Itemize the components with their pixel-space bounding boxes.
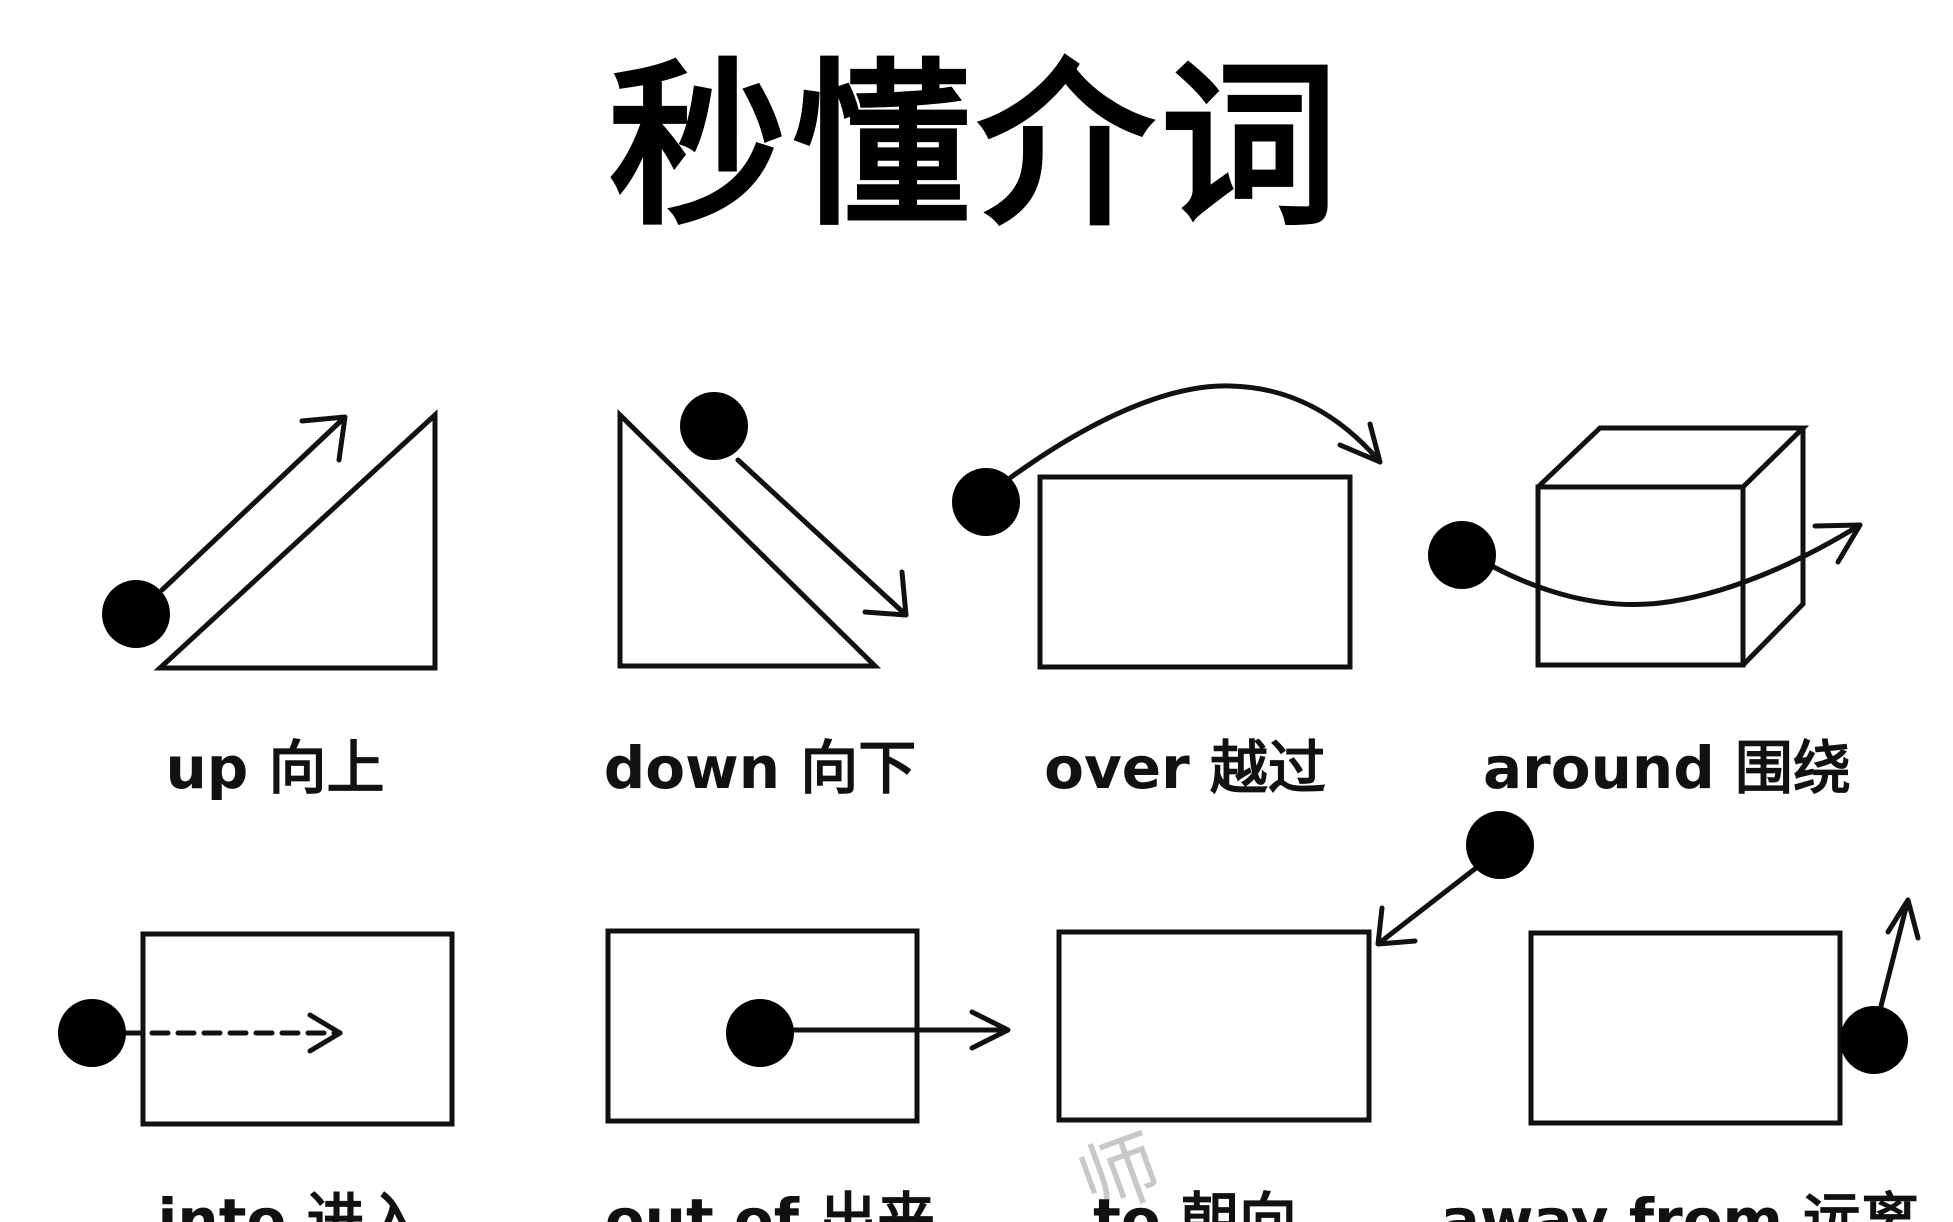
arrow-up-icon <box>1877 897 1921 1013</box>
arrow-head-icon <box>1812 522 1863 565</box>
ball-icon <box>58 999 126 1067</box>
ball-icon <box>952 468 1020 536</box>
down-illustration <box>617 392 909 669</box>
cube-edges <box>1536 425 1810 667</box>
arrow-arc-icon <box>1007 383 1383 481</box>
to-illustration <box>1056 811 1534 1123</box>
label-down: down 向下 <box>604 734 916 802</box>
box-shape <box>140 931 455 1127</box>
triangle-shape <box>617 409 882 669</box>
label-out-of: out of 出来 <box>605 1186 935 1222</box>
arrow-down-right-icon <box>735 457 909 618</box>
up-illustration <box>102 409 438 671</box>
box-shape <box>1056 929 1372 1123</box>
label-into: into 进入 <box>158 1186 423 1222</box>
arrow-right-icon <box>307 1012 343 1054</box>
box-shape <box>605 928 920 1124</box>
label-away-from: away from 远离 <box>1441 1186 1919 1222</box>
page-title: 秒懂介词 <box>608 43 1345 250</box>
arrow-head-icon <box>1337 421 1383 465</box>
around-illustration <box>1428 425 1863 668</box>
ball-icon <box>1466 811 1534 879</box>
out-of-illustration <box>605 928 1011 1124</box>
cube-front-face <box>1535 484 1746 668</box>
ball-icon <box>680 392 748 460</box>
label-to: to 朝向 <box>1093 1186 1297 1222</box>
arrow-down-left-icon <box>1375 865 1479 947</box>
label-over: over 越过 <box>1044 734 1326 802</box>
away-from-illustration <box>1528 897 1921 1126</box>
arrow-right-icon <box>787 1009 1011 1051</box>
ball-icon <box>726 999 794 1067</box>
into-illustration <box>58 931 455 1127</box>
over-illustration <box>952 383 1383 670</box>
arrow-wave-icon <box>1487 522 1863 608</box>
box-shape <box>1037 474 1353 670</box>
ball-icon <box>102 580 170 648</box>
triangle-shape <box>153 409 438 671</box>
ball-icon <box>1428 521 1496 589</box>
label-around: around 围绕 <box>1483 734 1851 802</box>
ball-icon <box>1840 1006 1908 1074</box>
label-up: up 向上 <box>165 734 384 802</box>
arrow-up-right-icon <box>159 414 348 593</box>
box-shape <box>1528 930 1843 1126</box>
